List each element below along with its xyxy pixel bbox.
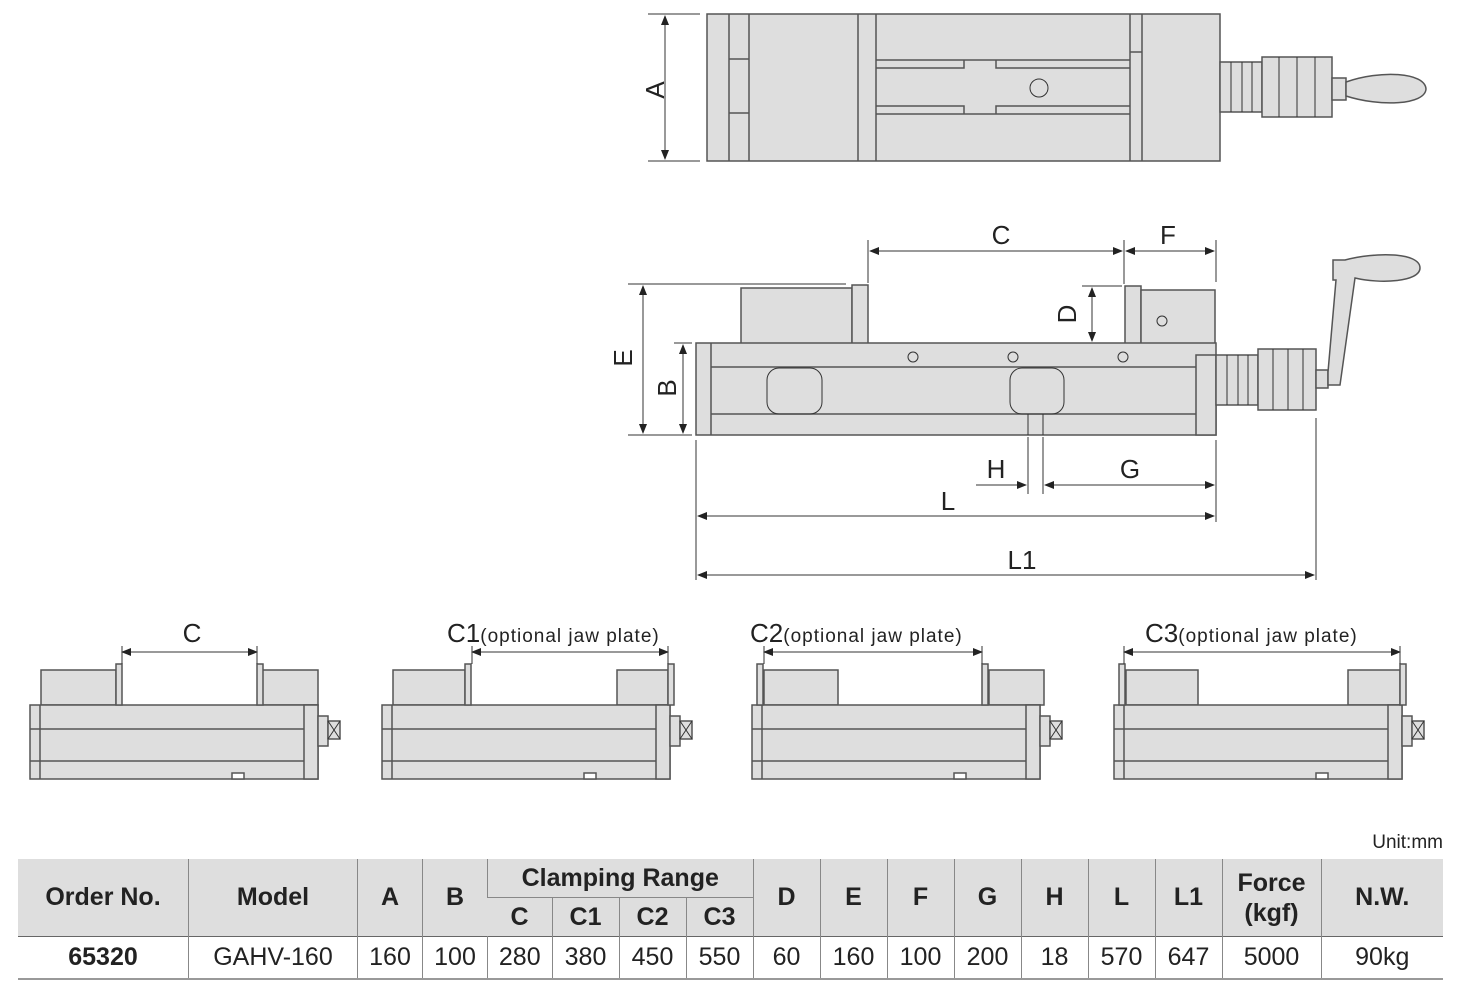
jaw-config-label: C2(optional jaw plate) [750, 618, 963, 648]
cell-nw: 90kg [1320, 936, 1443, 979]
cell-h: 18 [1020, 936, 1088, 979]
vise-body-small [1113, 704, 1403, 780]
cell-e: 160 [819, 936, 887, 979]
header-c1: C1 [551, 897, 619, 937]
jaw-config-view: C [29, 618, 341, 780]
header-g: G [953, 859, 1021, 937]
jaw-config-label: C1(optional jaw plate) [447, 618, 660, 648]
handle-knob [1345, 73, 1427, 104]
jaw-plate [756, 663, 764, 706]
dim-label-a: A [640, 81, 670, 99]
jaw-plate [464, 663, 472, 706]
table-row: 65320 GAHV-160 160 100 280 380 450 550 6… [18, 936, 1443, 979]
jaw-config-view: C3(optional jaw plate) [1113, 618, 1425, 780]
dim-label-c: C [992, 220, 1011, 250]
unit-note: Unit:mm [1372, 832, 1443, 853]
vise-body-small [381, 704, 671, 780]
jaw-config-note: (optional jaw plate) [1178, 626, 1357, 647]
dim-label-g: G [1120, 454, 1140, 484]
dim-label-d: D [1052, 305, 1082, 324]
crank-handle [1327, 254, 1421, 386]
header-l: L [1087, 859, 1155, 937]
jaw-config-code: C3 [1145, 618, 1178, 648]
top-view: A [640, 13, 1427, 162]
cell-f: 100 [886, 936, 954, 979]
header-b: B [422, 859, 488, 937]
header-c3: C3 [685, 897, 753, 937]
jaw-config-code: C [183, 618, 202, 648]
cell-a: 160 [357, 936, 423, 979]
jaw-plate [667, 663, 675, 706]
vise-body-small [751, 704, 1041, 780]
dim-label-b: B [652, 379, 682, 396]
jaw-config-note: (optional jaw plate) [480, 626, 659, 647]
jaw-config-label: C [183, 618, 202, 648]
header-l1: L1 [1154, 859, 1222, 937]
cell-c3: 550 [685, 936, 753, 979]
jaw-config-code: C1 [447, 618, 480, 648]
header-nw: N.W. [1320, 859, 1443, 937]
jaw-config-view: C2(optional jaw plate) [750, 618, 1063, 780]
jaw-plate [115, 663, 123, 706]
header-c: C [487, 897, 552, 937]
cell-l1: 647 [1154, 936, 1222, 979]
vise-body-small [29, 704, 319, 780]
cell-order-no: 65320 [68, 943, 138, 971]
cell-c1: 380 [551, 936, 619, 979]
vise-body-side [695, 342, 1217, 436]
header-force-label: Force [1237, 868, 1306, 897]
technical-drawing: A C F [29, 13, 1427, 780]
header-h: H [1020, 859, 1088, 937]
header-c2: C2 [618, 897, 686, 937]
dim-label-h: H [987, 454, 1006, 484]
header-d: D [752, 859, 820, 937]
jaw-plate [1399, 663, 1407, 706]
cell-g: 200 [953, 936, 1021, 979]
header-clamping-range: Clamping Range [487, 859, 753, 898]
cell-d: 60 [752, 936, 820, 979]
spec-table: Order No. Model A B Clamping Range D E F… [18, 859, 1443, 980]
header-f: F [886, 859, 954, 937]
jaw-plate [1118, 663, 1126, 706]
header-order-no: Order No. [18, 859, 189, 937]
jaw-plate [256, 663, 264, 706]
header-model: Model [188, 859, 358, 937]
cell-c2: 450 [618, 936, 686, 979]
dim-label-e: E [608, 349, 638, 366]
fixed-jaw-block [740, 287, 853, 345]
dim-label-l1: L1 [1008, 545, 1037, 575]
jaw-plate [981, 663, 989, 706]
vise-body-top [706, 13, 1221, 162]
jaw-config-label: C3(optional jaw plate) [1145, 618, 1358, 648]
side-view: C F D E B H G L L1 [608, 220, 1421, 580]
jaw-config-note: (optional jaw plate) [783, 626, 962, 647]
cell-c: 280 [487, 936, 552, 979]
cell-force: 5000 [1221, 936, 1321, 979]
header-force-unit: (kgf) [1244, 898, 1299, 927]
jaw-config-code: C2 [750, 618, 783, 648]
cell-b: 100 [422, 936, 488, 979]
dim-label-f: F [1160, 220, 1176, 250]
cell-l: 570 [1087, 936, 1155, 979]
cell-model: GAHV-160 [188, 936, 358, 979]
header-a: A [357, 859, 423, 937]
jaw-config-view: C1(optional jaw plate) [381, 618, 693, 780]
header-force: Force (kgf) [1221, 859, 1321, 937]
header-e: E [819, 859, 887, 937]
dim-label-l: L [941, 486, 955, 516]
